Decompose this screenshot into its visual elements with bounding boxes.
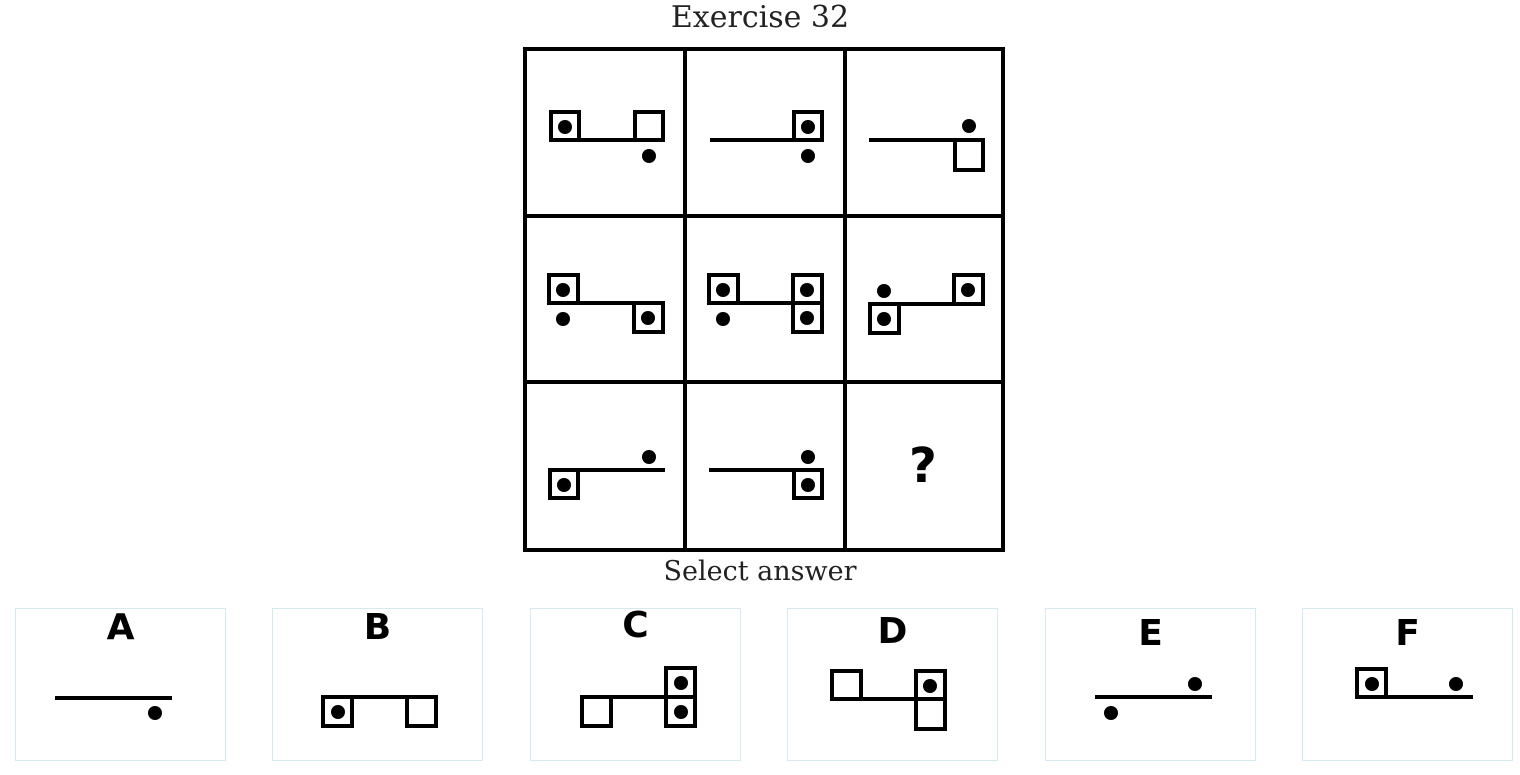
dot bbox=[331, 705, 345, 719]
answer-option-d[interactable]: D bbox=[787, 608, 998, 761]
dot bbox=[1104, 706, 1118, 720]
dot bbox=[877, 284, 891, 298]
dot bbox=[642, 450, 656, 464]
select-answer-prompt: Select answer bbox=[663, 556, 857, 587]
puzzle-cell-r2c3 bbox=[847, 218, 1001, 380]
square bbox=[1355, 667, 1388, 699]
answer-option-a[interactable]: A bbox=[15, 607, 226, 761]
dot bbox=[923, 679, 937, 693]
grid-divider-horizontal-1 bbox=[527, 214, 1001, 218]
grid-divider-horizontal-2 bbox=[527, 380, 1001, 384]
answer-option-e[interactable]: E bbox=[1045, 608, 1256, 761]
option-figure-f bbox=[1355, 667, 1473, 699]
dot bbox=[801, 149, 815, 163]
grid-divider-vertical-1 bbox=[683, 51, 687, 548]
dot bbox=[1188, 677, 1202, 691]
puzzle-cell-r3c3-missing: ? bbox=[847, 384, 1001, 548]
dot bbox=[556, 283, 570, 297]
square bbox=[405, 695, 438, 728]
dot bbox=[557, 478, 571, 492]
dot bbox=[801, 478, 815, 492]
square bbox=[830, 669, 863, 701]
square bbox=[953, 138, 985, 172]
dot bbox=[1449, 677, 1463, 691]
figure-r2c2 bbox=[707, 273, 824, 334]
dot bbox=[674, 705, 688, 719]
figure-r1c3 bbox=[869, 119, 985, 172]
answer-option-b[interactable]: B bbox=[272, 607, 483, 761]
square bbox=[632, 301, 665, 334]
puzzle-grid: ? bbox=[523, 47, 1005, 552]
option-letter-a: A bbox=[106, 607, 135, 648]
square bbox=[792, 110, 824, 142]
figure-r3c2 bbox=[709, 450, 824, 500]
grid-divider-vertical-2 bbox=[843, 51, 847, 548]
option-letter-f: F bbox=[1395, 613, 1420, 654]
answer-option-c[interactable]: C bbox=[530, 605, 741, 761]
puzzle-cell-r3c1 bbox=[527, 384, 683, 548]
dot bbox=[962, 119, 976, 133]
dot bbox=[801, 120, 815, 134]
square bbox=[547, 273, 580, 305]
dot bbox=[558, 120, 572, 134]
question-mark: ? bbox=[909, 438, 937, 494]
puzzle-cell-r2c1 bbox=[527, 218, 683, 380]
square bbox=[633, 110, 665, 142]
option-letter-b: B bbox=[363, 607, 392, 648]
puzzle-cell-r1c3 bbox=[847, 51, 1001, 214]
square bbox=[792, 468, 824, 500]
puzzle-cell-r1c1 bbox=[527, 51, 683, 214]
dot bbox=[801, 450, 815, 464]
dot bbox=[674, 676, 688, 690]
square bbox=[549, 110, 581, 142]
option-letter-c: C bbox=[622, 605, 649, 646]
dot bbox=[556, 312, 570, 326]
dot bbox=[877, 312, 891, 326]
option-figure-e bbox=[1095, 677, 1212, 720]
option-letter-e: E bbox=[1138, 613, 1163, 654]
square bbox=[868, 302, 901, 335]
option-figure-b bbox=[321, 695, 438, 728]
puzzle-cell-r3c2 bbox=[687, 384, 843, 548]
figure-r1c2 bbox=[710, 110, 824, 163]
square bbox=[952, 273, 985, 306]
dot bbox=[148, 706, 162, 720]
exercise-title: Exercise 32 bbox=[670, 0, 850, 35]
square bbox=[580, 695, 613, 728]
dot bbox=[800, 311, 814, 325]
puzzle-cell-r2c2 bbox=[687, 218, 843, 380]
option-figure-a bbox=[55, 696, 172, 720]
figure-r2c3 bbox=[868, 273, 985, 335]
figure-r1c1 bbox=[549, 110, 665, 163]
square bbox=[707, 273, 740, 305]
dot bbox=[800, 283, 814, 297]
square bbox=[664, 695, 697, 728]
dot bbox=[716, 312, 730, 326]
square bbox=[321, 695, 354, 728]
dot bbox=[961, 283, 975, 297]
dot bbox=[1365, 677, 1379, 691]
option-figure-c bbox=[580, 666, 697, 728]
dot bbox=[641, 311, 655, 325]
figure-r3c1 bbox=[548, 450, 665, 500]
square bbox=[914, 697, 947, 731]
puzzle-cell-r1c2 bbox=[687, 51, 843, 214]
square bbox=[548, 468, 580, 500]
square bbox=[791, 301, 824, 334]
option-letter-d: D bbox=[877, 611, 908, 652]
dot bbox=[642, 149, 656, 163]
dot bbox=[716, 283, 730, 297]
answer-option-f[interactable]: F bbox=[1302, 608, 1513, 761]
option-figure-d bbox=[830, 669, 947, 731]
figure-r2c1 bbox=[547, 273, 665, 334]
